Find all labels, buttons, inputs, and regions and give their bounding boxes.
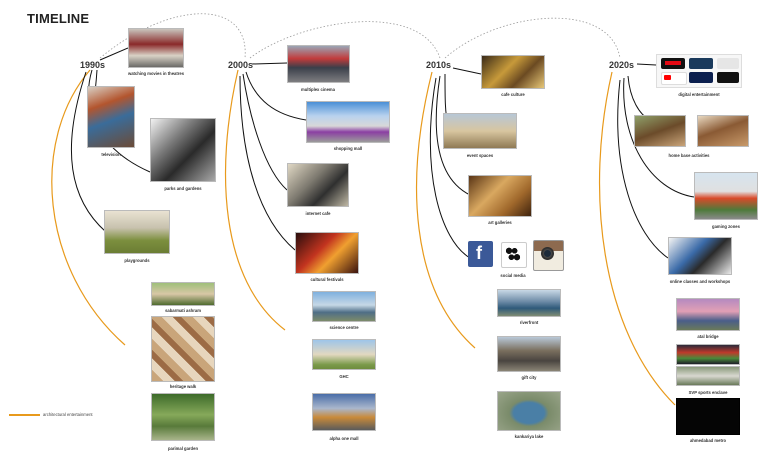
photo-svp-sports-1	[676, 344, 740, 365]
photo-kankariya-lake	[497, 391, 561, 431]
page-title: TIMELINE	[27, 11, 90, 26]
decade-2010s-label: 2010s	[426, 60, 452, 70]
orange-curve-2010s	[416, 71, 476, 349]
netflix-mark	[665, 61, 681, 65]
caption-internet-cafe: internet cafe	[305, 211, 331, 216]
caption-home-base: home base activities	[668, 153, 710, 158]
legend-swatch	[9, 414, 40, 416]
photo-cultural-festivals	[295, 232, 359, 274]
photo-riverfront	[497, 289, 561, 317]
youtube-mark	[664, 75, 671, 80]
photo-internet-cafe	[287, 163, 349, 207]
caption-digital-entertainment: digital entertainment	[678, 92, 720, 97]
caption-multiplex: multiplex cinema	[301, 87, 335, 92]
photo-art-galleries	[468, 175, 532, 217]
prime-video-icon	[689, 58, 713, 69]
photo-science-centre	[312, 291, 376, 322]
photo-home-base-2	[697, 115, 749, 147]
photo-multiplex	[287, 45, 350, 83]
legend-label: architectural entertainment	[43, 412, 93, 417]
caption-gaming-zones: gaming zones	[712, 224, 740, 229]
photo-parks	[150, 118, 216, 182]
decade-1990s-label: 1990s	[80, 60, 106, 70]
caption-ahmedabad-metro: ahmedabad metro	[689, 438, 727, 443]
photo-event-spaces	[443, 113, 517, 149]
blackberry-dots	[505, 246, 521, 262]
caption-art-galleries: art galleries	[488, 220, 512, 225]
photo-online-classes	[668, 237, 732, 275]
photo-svp-sports-2	[676, 366, 740, 386]
disney-icon	[689, 72, 713, 83]
caption-kankariya-lake: kankariya lake	[514, 434, 544, 439]
caption-shopping-mall: shopping mall	[333, 146, 363, 151]
caption-sabarmati: sabarmati ashram	[165, 308, 201, 313]
caption-alpha-one-mall: alpha one mall	[329, 436, 359, 441]
photo-sabarmati-ashram	[151, 282, 215, 306]
photo-cafe-culture	[481, 55, 545, 89]
hbomax-icon	[717, 58, 739, 69]
caption-cafe-culture: cafe culture	[501, 92, 525, 97]
dotted-arc-2000-2010	[249, 21, 441, 59]
facebook-icon	[468, 241, 493, 267]
photo-gift-city	[497, 336, 561, 372]
photo-television	[87, 86, 135, 148]
caption-svp-sports: SVP sports enclave	[688, 390, 728, 395]
photo-ghc	[312, 339, 376, 370]
photo-theatre	[128, 28, 184, 68]
caption-online-classes: online classes and workshops	[669, 279, 731, 284]
caption-theatre: watching movies in theatres	[127, 71, 185, 76]
caption-playgrounds: playgrounds	[124, 258, 150, 263]
decade-2000s-label: 2000s	[228, 60, 254, 70]
caption-gift-city: gift city	[521, 375, 537, 380]
instagram-lens	[541, 247, 554, 260]
caption-parks: parks and gardens	[164, 186, 202, 191]
orange-curve-1990s	[51, 69, 126, 346]
caption-cultural-festivals: cultural festivals	[310, 277, 344, 282]
facebook-letter: f	[476, 243, 482, 263]
photo-atal-bridge	[676, 298, 740, 331]
photo-gaming-zones	[694, 172, 758, 220]
photo-parimal-garden	[151, 393, 215, 441]
caption-atal-bridge: atal bridge	[697, 334, 719, 339]
caption-social-media: social media	[500, 273, 526, 278]
photo-playgrounds	[104, 210, 170, 254]
photo-home-base-1	[634, 115, 686, 147]
photo-shopping-mall	[306, 101, 390, 143]
decade-2020s-label: 2020s	[609, 60, 635, 70]
caption-parimal: parimal garden	[167, 446, 199, 451]
photo-ahmedabad-metro	[676, 398, 740, 435]
orange-curve-2000s	[224, 69, 286, 331]
caption-event-spaces: event spaces	[466, 153, 494, 158]
dotted-arc-2010-2020	[444, 17, 621, 59]
photo-alpha-one-mall	[312, 393, 376, 431]
photo-heritage-walk	[151, 316, 215, 382]
caption-ghc: GHC	[339, 374, 349, 379]
appletv-icon	[717, 72, 739, 83]
caption-television: television	[101, 152, 121, 157]
orange-curve-2020s	[598, 71, 676, 406]
dotted-arc-1990-2000	[99, 13, 246, 59]
caption-science-centre: science centre	[329, 325, 359, 330]
caption-heritage-walk: heritage walk	[169, 384, 197, 389]
caption-riverfront: riverfront	[519, 320, 539, 325]
